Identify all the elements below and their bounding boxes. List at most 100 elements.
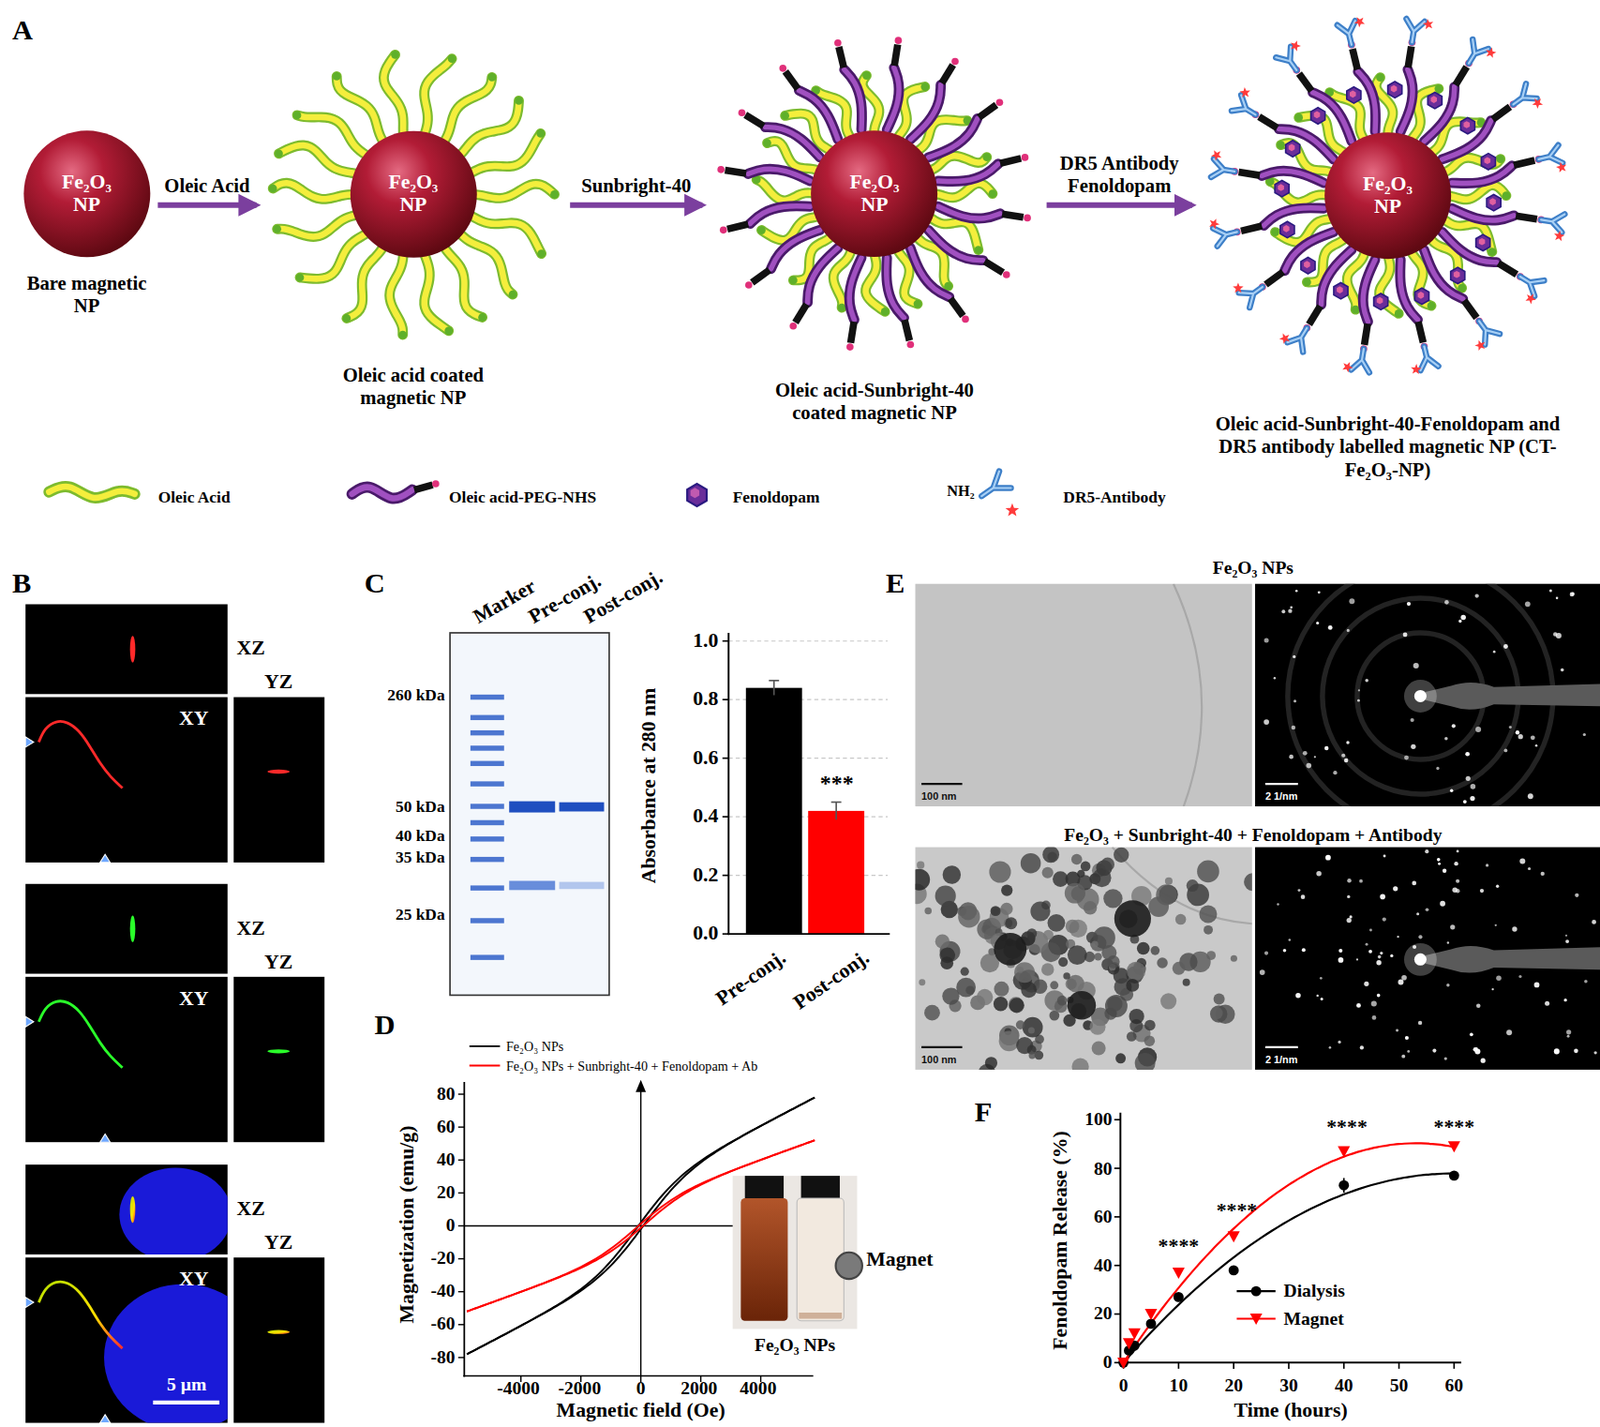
diffraction-spot <box>1584 979 1588 984</box>
nhs-tip <box>1021 153 1030 162</box>
chain-tip <box>550 189 559 198</box>
diffraction-spot <box>1446 983 1450 987</box>
diffraction-spot <box>1302 750 1308 756</box>
aggregate-particle <box>1106 955 1121 969</box>
diffraction-spot <box>1470 783 1477 790</box>
aggregate-particle <box>1072 1057 1090 1069</box>
xz-image <box>25 603 228 694</box>
arrow-label: Oleic Acid <box>164 175 250 198</box>
vial-cap <box>801 1175 840 1198</box>
diffraction-spot <box>1325 854 1331 861</box>
aggregate-particle <box>993 996 1008 1011</box>
chain-tip <box>781 111 791 120</box>
view-plane-label: XZ <box>237 1197 266 1222</box>
error-bar <box>768 679 779 682</box>
diffraction-pattern <box>1255 847 1600 1070</box>
core-label: Fe₂O₃ NP <box>1348 173 1428 219</box>
axis <box>463 1081 465 1377</box>
chain-tip <box>536 129 545 138</box>
oleic-acid-chain <box>388 252 404 335</box>
filament-yz <box>267 769 290 774</box>
diffraction-spot <box>1583 732 1586 736</box>
diffraction-spot <box>1527 792 1534 799</box>
category-label: Post-conj. <box>789 945 874 1016</box>
nhs-group <box>1497 263 1517 275</box>
fenoldopam <box>1277 184 1285 193</box>
nhs-group <box>942 64 954 84</box>
tem-image <box>915 583 1253 807</box>
peg-chain <box>1321 250 1352 305</box>
tick <box>722 932 730 935</box>
diffraction-spot <box>1345 740 1349 744</box>
position-marker <box>100 1414 111 1423</box>
diffraction-spot <box>1390 954 1393 958</box>
chain-tip <box>444 326 453 335</box>
antibody-star <box>1555 161 1569 174</box>
oleic-acid-chain <box>468 133 540 174</box>
aggregate-particle <box>1151 945 1161 956</box>
aggregate-particle <box>1160 992 1177 1009</box>
aggregate-particle <box>916 861 925 869</box>
nhs-group <box>1241 225 1262 231</box>
arrow-label: Sunbright-40 <box>581 175 691 198</box>
data-point <box>1144 1308 1157 1320</box>
tick-label: 0 <box>1103 1351 1113 1374</box>
nhs-group <box>1308 306 1320 326</box>
peg-chain <box>1278 129 1333 160</box>
peg-chain <box>887 67 900 130</box>
core-label: Fe₂O₃ NP <box>373 171 453 217</box>
lane-label: Marker <box>469 574 540 629</box>
antibody-star <box>1553 229 1566 241</box>
diffraction-spot <box>1382 916 1387 921</box>
diffraction-spot <box>1444 736 1449 741</box>
position-marker <box>25 1016 34 1027</box>
chain-tip <box>398 329 407 339</box>
oleic-acid-chain <box>458 100 519 156</box>
aggregate-particle <box>1029 1051 1036 1059</box>
diffraction-spot <box>1287 608 1292 613</box>
aggregate-particle <box>1115 1052 1126 1063</box>
fenoldopam <box>1310 107 1325 124</box>
fenoldopam <box>1346 87 1361 104</box>
tick <box>1114 1313 1122 1316</box>
antibody-star <box>1352 15 1365 30</box>
oleic-acid-chain <box>345 245 384 319</box>
nhs-group <box>1002 213 1025 218</box>
diffraction-spot <box>1398 979 1405 986</box>
diffraction-spot <box>1566 1029 1571 1034</box>
diffraction-spot <box>1444 1056 1448 1060</box>
protein-band <box>508 801 555 813</box>
diffraction-spot <box>1491 987 1494 990</box>
diffraction-spot <box>1404 755 1409 761</box>
diffraction-spot <box>1341 753 1346 758</box>
chain-tip <box>478 313 487 322</box>
protein-band <box>559 882 605 890</box>
iron-oxide-core <box>810 130 938 257</box>
aggregate-particle <box>1203 925 1213 935</box>
dr5-antibody <box>1406 344 1439 376</box>
filament <box>38 720 122 788</box>
chain-tip <box>268 183 277 193</box>
legend-line <box>469 1064 501 1067</box>
tick <box>458 1323 465 1325</box>
diffraction-spot <box>1437 862 1441 866</box>
fenoldopam <box>1274 180 1289 197</box>
filament-xz <box>130 635 136 662</box>
diffraction-spot <box>1337 1040 1341 1044</box>
marker-band <box>470 745 505 750</box>
peg-chain <box>1362 259 1376 322</box>
filament <box>38 1281 122 1348</box>
tick-label: 20 <box>1093 1302 1113 1325</box>
nhs-tip <box>907 341 915 349</box>
oleic-acid-chain <box>336 75 385 143</box>
diffraction-spot <box>1518 974 1522 978</box>
diffraction-spot <box>1368 949 1373 954</box>
image-title: Fe₂O₃ + Sunbright-40 + Fenoldopam + Anti… <box>1063 823 1442 846</box>
axis-title: Time (hours) <box>1234 1398 1348 1422</box>
diffraction-spot <box>1493 650 1496 654</box>
oleic-acid-sample <box>48 486 135 498</box>
chain-tip <box>1394 309 1404 318</box>
nhs-tip <box>834 39 842 47</box>
release-plot <box>1114 1112 1462 1369</box>
